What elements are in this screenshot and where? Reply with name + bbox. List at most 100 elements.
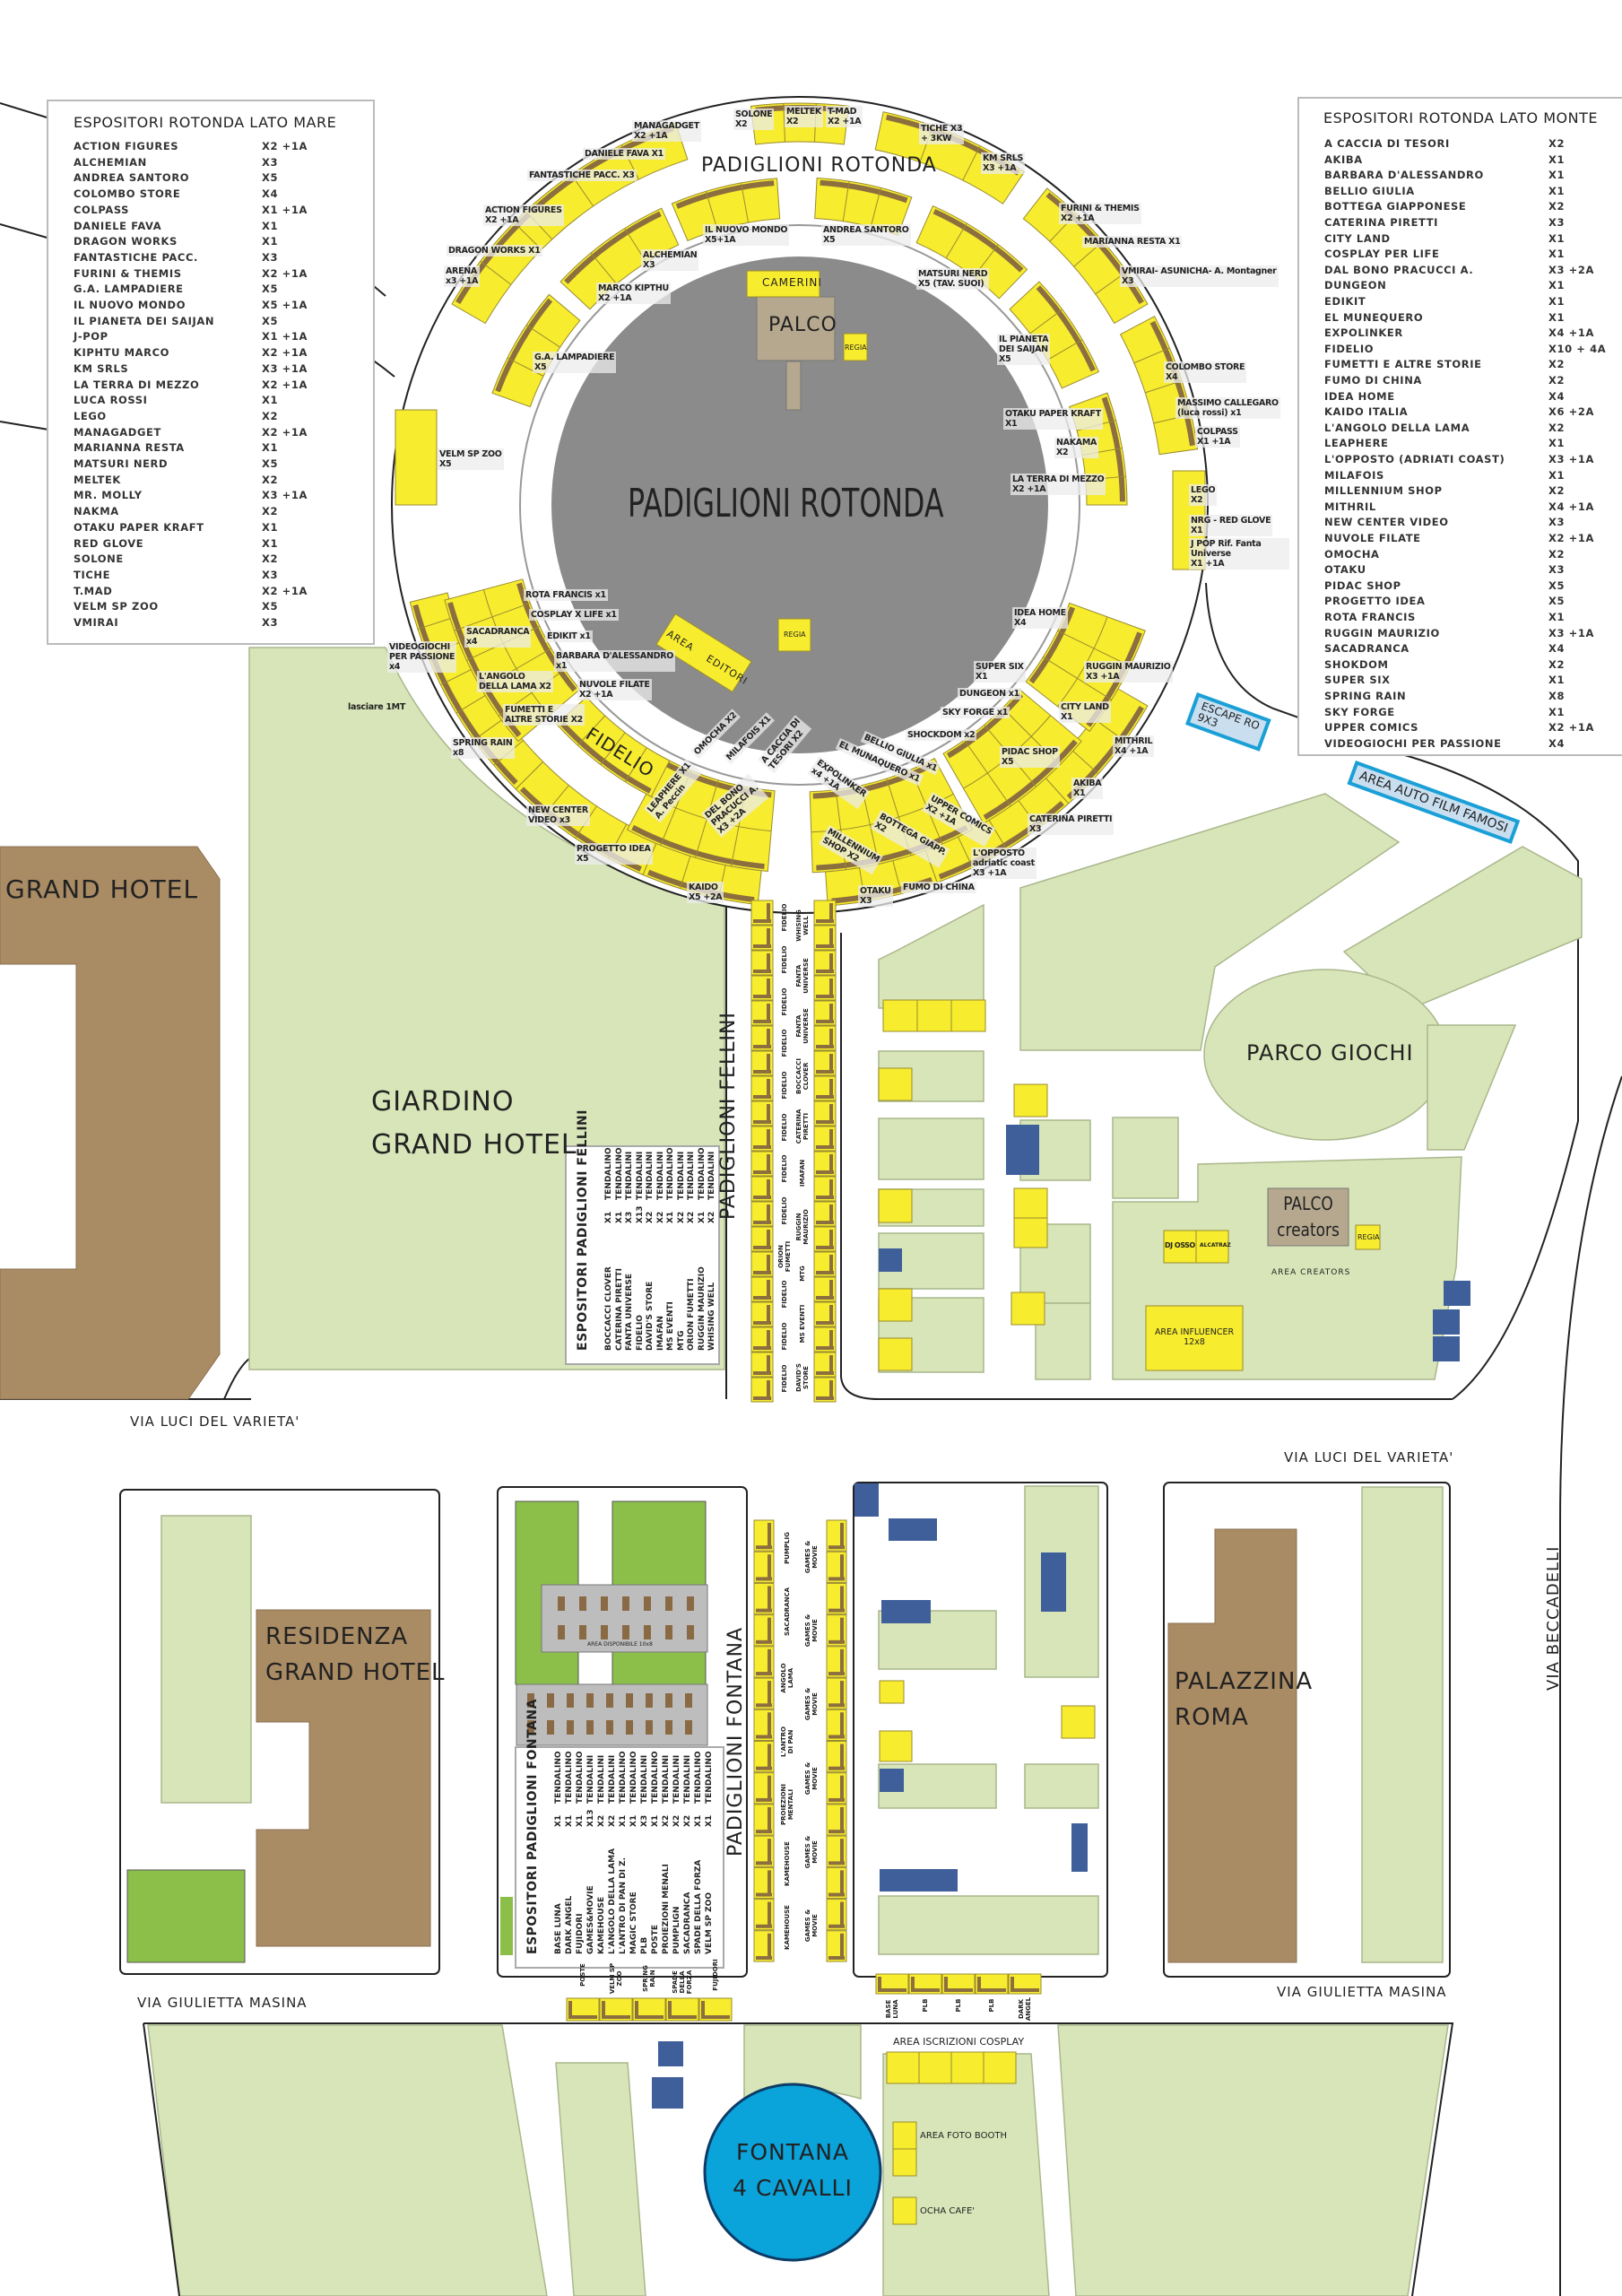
stall-label: FUJIDORI [712, 1959, 719, 1991]
exhibitor-name: KM SRLS [74, 361, 129, 375]
stall-label: FIDELIO [781, 1364, 788, 1393]
table-title: ESPOSITORI PADIGLIONI FONTANA [525, 1699, 540, 1954]
stand-label: VMIRAI- ASUNICHA- A. Montagner X3 [1120, 265, 1279, 287]
palco-creators-label: PALCO creators [1277, 1193, 1340, 1240]
exhibitor-name: CITY LAND [1324, 231, 1391, 245]
stall-label: PUMPLIG [784, 1532, 791, 1565]
stall [753, 1930, 775, 1962]
exhibitor-name: MELTEK [74, 473, 121, 486]
fontana-4-cavalli [703, 2083, 882, 2262]
stand-count: X2 +1A [1548, 721, 1595, 735]
exhibitor-name: SKY FORGE [1324, 705, 1395, 718]
stand-label: SHOCKDOM x2 [906, 729, 977, 741]
stand-label: FUMO DI CHINA [901, 882, 976, 893]
table-title: ESPOSITORI PADIGLIONI FELLINI [576, 1109, 590, 1351]
stand-label: NUVOLE FILATE X2 +1A [577, 679, 652, 700]
stand-count: X2 [655, 1211, 665, 1223]
stand-label: SOLONE X2 [733, 109, 775, 130]
stall [813, 1000, 837, 1026]
exhibitor-name: FANTASTICHE PACC. [74, 250, 198, 264]
stall [750, 975, 774, 1001]
stand-count: X2 [1548, 547, 1566, 561]
exhibitor-name: BELLIO GIULIA [1324, 184, 1415, 197]
exhibitor-name: G.A. LAMPADIERE [74, 283, 184, 296]
stall-label: FANTA UNIVERSE [795, 958, 810, 994]
stand-count: X1 [1548, 611, 1566, 623]
exhibitor-name: BARBARA D'ALESSANDRO [1324, 169, 1484, 182]
stand-count: X2 [262, 505, 279, 518]
stall [941, 1973, 976, 1995]
stall [826, 1772, 847, 1805]
exhibitor-name: SPRING RAIN [1324, 690, 1407, 702]
stand-label: COSPLAY X LIFE x1 [529, 609, 619, 621]
stand-label: LEGO X2 [1189, 484, 1218, 506]
stall [813, 1301, 837, 1327]
exhibitor-name: FUMETTI E ALTRE STORIE [1324, 358, 1482, 371]
stand-type: TENDALINI [625, 1151, 634, 1200]
stand-count: X2 [1548, 374, 1566, 387]
exhibitor-name: L'OPPOSTO (ADRIATI COAST) [1324, 453, 1505, 465]
stand-type: TENDALINO [604, 1147, 613, 1200]
stand-label: DUNGEON x1 [958, 688, 1021, 700]
stand-count: X4 +1A [1548, 326, 1595, 340]
exhibitor-name: PIDAC SHOP [1324, 578, 1401, 592]
stand-label: ALCHEMIAN X3 [641, 249, 699, 271]
exhibitor-name: WHISING WELL [707, 1282, 716, 1351]
road-line [1559, 1075, 1622, 2296]
stand-label: IDEA HOME X4 [1012, 607, 1068, 629]
stall [753, 1835, 775, 1867]
stand-label: SUPER SIX X1 [974, 661, 1026, 683]
stall [813, 1100, 837, 1126]
stall [1008, 1973, 1042, 1995]
blue-booths [652, 1125, 1470, 2109]
stand-label: FUMETTI E ALTRE STORIE X2 [503, 704, 585, 726]
stall-label: WHISING WELL [795, 909, 810, 942]
stand-count: X1 [629, 1814, 638, 1827]
stand-count: X10 + 4A [1548, 342, 1607, 355]
stand-label: EDIKIT x1 [545, 631, 593, 642]
stall [826, 1519, 847, 1552]
exhibitor-name: MTG [676, 1330, 686, 1351]
stall-label: SACADRANCA [784, 1587, 791, 1636]
stand-count: X2 [683, 1814, 692, 1827]
stand-label: OTAKU X3 [858, 885, 893, 907]
stall [753, 1772, 775, 1805]
legend-title: ESPOSITORI ROTONDA LATO MARE [74, 114, 337, 131]
grand-hotel-label: GRAND HOTEL [5, 874, 199, 904]
stand-count: X3 +1A [262, 361, 308, 375]
exhibitor-name: RED GLOVE [74, 536, 144, 550]
stand-type: TENDALINO [565, 1751, 574, 1804]
stall [826, 1709, 847, 1742]
stall-group [491, 293, 581, 408]
stall-label: DAVID'S STORE [795, 1363, 810, 1392]
exhibitor-name: NAKMA [74, 505, 119, 518]
palco [756, 296, 836, 361]
exhibitor-name: VELM SP ZOO [74, 600, 159, 613]
stand-label: SACADRANCA x4 [464, 626, 532, 648]
stand-count: X2 +1A [262, 266, 308, 280]
exhibitor-name: LA TERRA DI MEZZO [74, 378, 200, 391]
fontana-box-content [126, 1500, 708, 1963]
stall [750, 1126, 774, 1152]
stand-type: TENDALINI [676, 1151, 686, 1200]
stand-count: X1 [705, 1814, 714, 1827]
stall [875, 1973, 909, 1995]
stand-label: L'OPPOSTO adriatic coast X3 +1A [971, 848, 1037, 879]
stand-label: DRAGON WORKS X1 [447, 245, 542, 257]
stand-label: ROTA FRANCIS x1 [524, 589, 608, 601]
stall [753, 1519, 775, 1552]
stand-type: TENDALINO [576, 1751, 585, 1804]
stand-count: X2 [676, 1211, 686, 1223]
street-luci-right: VIA LUCI DEL VARIETA' [1284, 1449, 1454, 1465]
stand-label: IL NUOVO MONDO X5+1A [703, 224, 790, 246]
stand-count: X13 [635, 1205, 645, 1223]
stall [826, 1741, 847, 1773]
stand-count: X3 [1548, 516, 1566, 529]
exhibitor-name: DANIELE FAVA [74, 219, 162, 232]
road-line [223, 1358, 250, 1400]
legend-rotonda-lato-monte: ESPOSITORI ROTONDA LATO MONTE A CACCIA D… [1297, 97, 1622, 756]
stand-type: TENDALINI [683, 1754, 692, 1804]
exhibitor-name: NUVOLE FILATE [1324, 532, 1421, 544]
stall [753, 1551, 775, 1583]
exhibitor-name: NEW CENTER VIDEO [1324, 516, 1449, 529]
